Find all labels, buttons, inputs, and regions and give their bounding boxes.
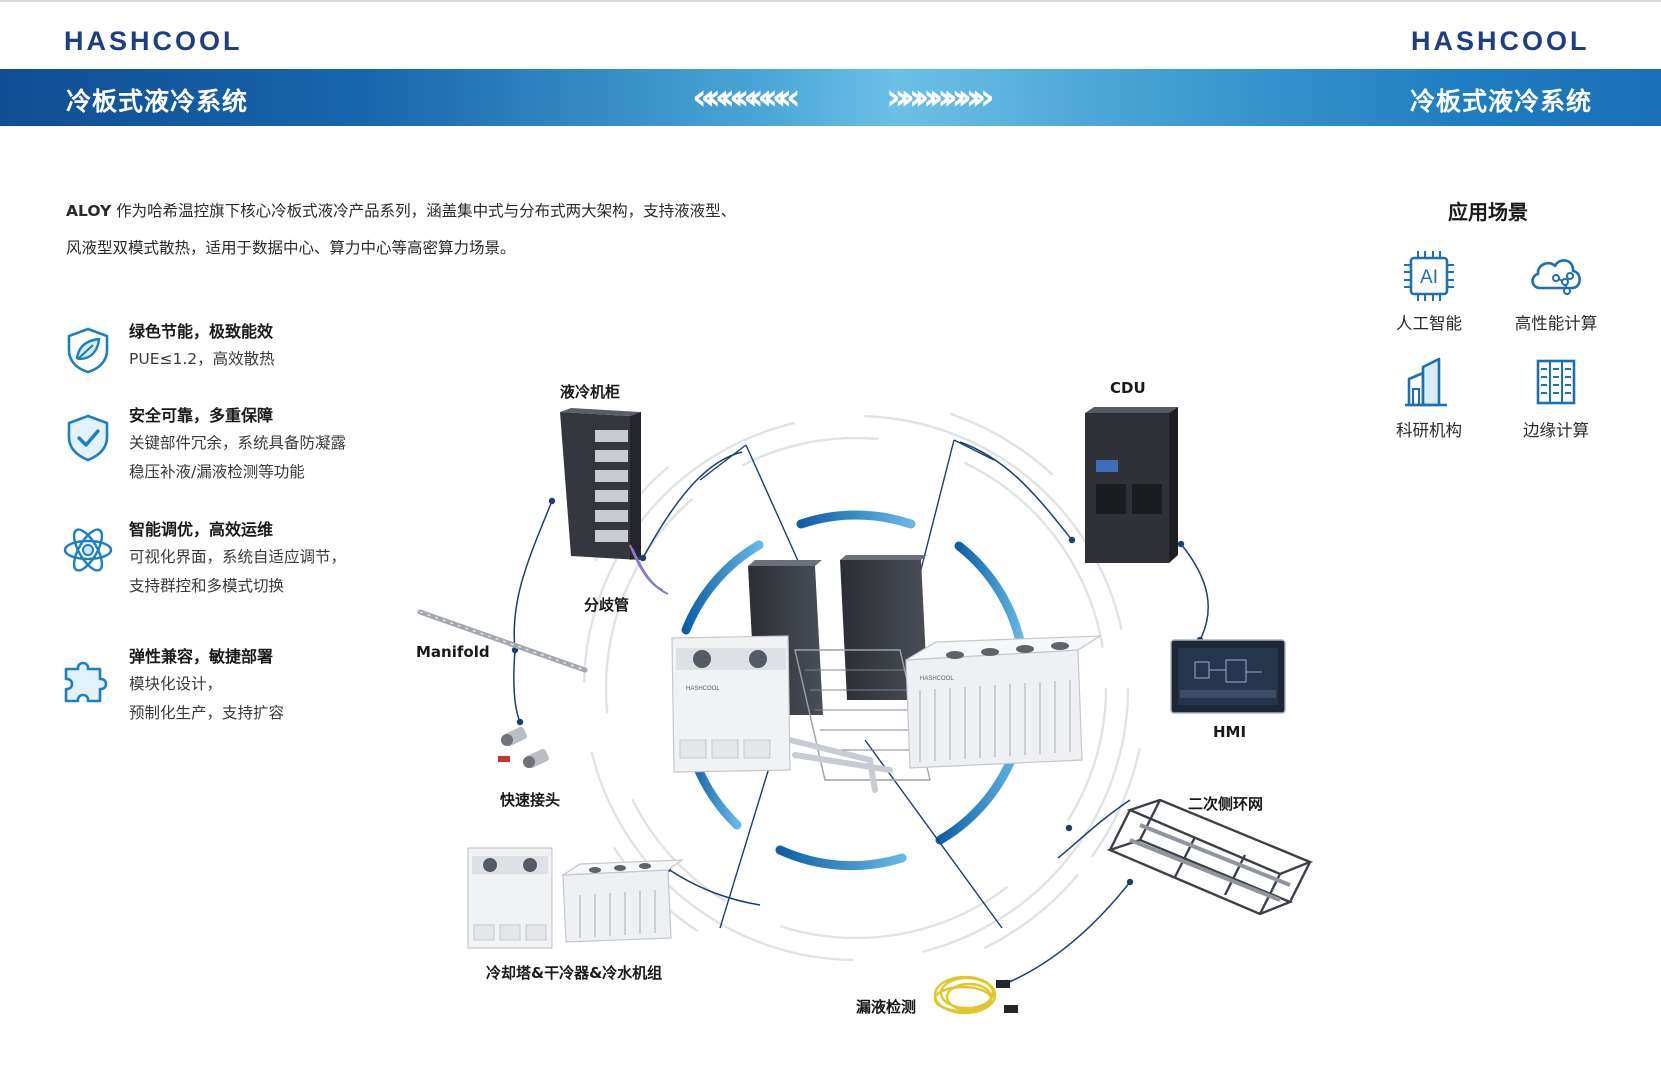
feature-title: 智能调优，高效运维 <box>129 520 274 539</box>
label-branch-pipe: 分歧管 <box>584 596 630 614</box>
intro-line-2: 风液型双模式散热，适用于数据中心、算力中心等高密算力场景。 <box>66 239 516 257</box>
feature-desc: 关键部件冗余，系统具备防凝露 <box>129 434 347 452</box>
feature-desc: 稳压补液/漏液检测等功能 <box>129 463 305 481</box>
central-system: HASHCOOL HASHCOOL <box>671 555 1103 793</box>
ai-chip-text: AI <box>1420 267 1438 288</box>
scenario-label: 科研机构 <box>1396 421 1462 440</box>
title-banner: 冷板式液冷系统 ««««««« »»»»»»» 冷板式液冷系统 <box>0 69 1661 126</box>
chevrons-right: »»»»»»» <box>886 77 995 118</box>
atom-icon <box>63 528 113 572</box>
hashcool-logo-left: HASHCOOL <box>64 26 243 56</box>
research-building-icon <box>1405 357 1447 407</box>
secondary-loop-frame <box>1106 798 1314 916</box>
label-manifold: Manifold <box>416 643 490 661</box>
hmi-screen <box>1170 639 1286 714</box>
wedge-lines <box>699 439 1003 929</box>
quick-connectors <box>498 726 549 769</box>
feature-desc: 支持群控和多模式切换 <box>129 577 285 595</box>
leak-detection-connector <box>996 980 1018 1013</box>
leak-detection-cable <box>933 975 997 1015</box>
top-divider <box>0 0 1661 2</box>
feature-desc: 模块化设计， <box>129 675 223 693</box>
feature-desc: 预制化生产，支持扩容 <box>129 704 285 722</box>
label-quick-connector: 快速接头 <box>500 791 561 809</box>
intro-line-1: 作为哈希温控旗下核心冷板式液冷产品系列，涵盖集中式与分布式两大架构，支持液液型、 <box>111 202 737 220</box>
manifold-bar <box>417 609 588 673</box>
cooling-equipment-group <box>467 847 684 949</box>
inner-blue-arcs <box>681 510 1027 871</box>
ai-chip-icon: AI <box>1404 251 1454 301</box>
feature-desc: PUE≤1.2，高效散热 <box>129 350 275 368</box>
scenarios-title: 应用场景 <box>1448 200 1528 224</box>
leaf-shield-icon <box>67 327 109 374</box>
feature-title: 绿色节能，极致能效 <box>129 322 274 341</box>
feature-desc: 可视化界面，系统自适应调节， <box>129 548 347 566</box>
scenario-label: 人工智能 <box>1396 314 1462 333</box>
label-cabinet: 液冷机柜 <box>560 383 621 401</box>
label-cooling-equipment: 冷却塔&干冷器&冷水机组 <box>486 964 663 982</box>
liquid-cooling-cabinet <box>560 408 669 595</box>
scenario-research: 科研机构 <box>1374 355 1484 441</box>
label-leak-detection: 漏液检测 <box>856 998 917 1016</box>
shield-check-icon <box>67 414 109 462</box>
cdu-unit <box>1085 407 1178 563</box>
scenario-label: 边缘计算 <box>1523 421 1589 440</box>
intro-paragraph: ALOY 作为哈希温控旗下核心冷板式液冷产品系列，涵盖集中式与分布式两大架构，支… <box>66 193 786 267</box>
puzzle-icon <box>64 661 108 703</box>
connector-lines <box>513 441 1209 984</box>
server-rack-icon <box>1536 359 1576 405</box>
label-hmi: HMI <box>1213 723 1247 741</box>
cloud-network-icon <box>1531 259 1581 295</box>
banner-title-right: 冷板式液冷系统 <box>1410 87 1593 116</box>
scenario-edge: 边缘计算 <box>1501 355 1611 441</box>
banner-title-left: 冷板式液冷系统 <box>66 87 249 116</box>
feature-title: 安全可靠，多重保障 <box>129 406 274 425</box>
scenario-hpc: 高性能计算 <box>1501 248 1611 334</box>
dry-cooler-brand: HASHCOOL <box>920 676 954 682</box>
scenario-label: 高性能计算 <box>1514 314 1598 333</box>
intro-lead: ALOY <box>66 202 112 220</box>
chevrons-left: ««««««« <box>692 77 801 118</box>
scenario-ai: AI 人工智能 <box>1374 248 1484 334</box>
connector-dots <box>511 497 1204 987</box>
cooling-tower-brand: HASHCOOL <box>686 686 720 692</box>
hashcool-logo-right: HASHCOOL <box>1411 26 1590 56</box>
label-secondary-loop: 二次侧环网 <box>1188 795 1264 813</box>
feature-title: 弹性兼容，敏捷部署 <box>129 647 274 666</box>
label-cdu: CDU <box>1110 379 1146 397</box>
